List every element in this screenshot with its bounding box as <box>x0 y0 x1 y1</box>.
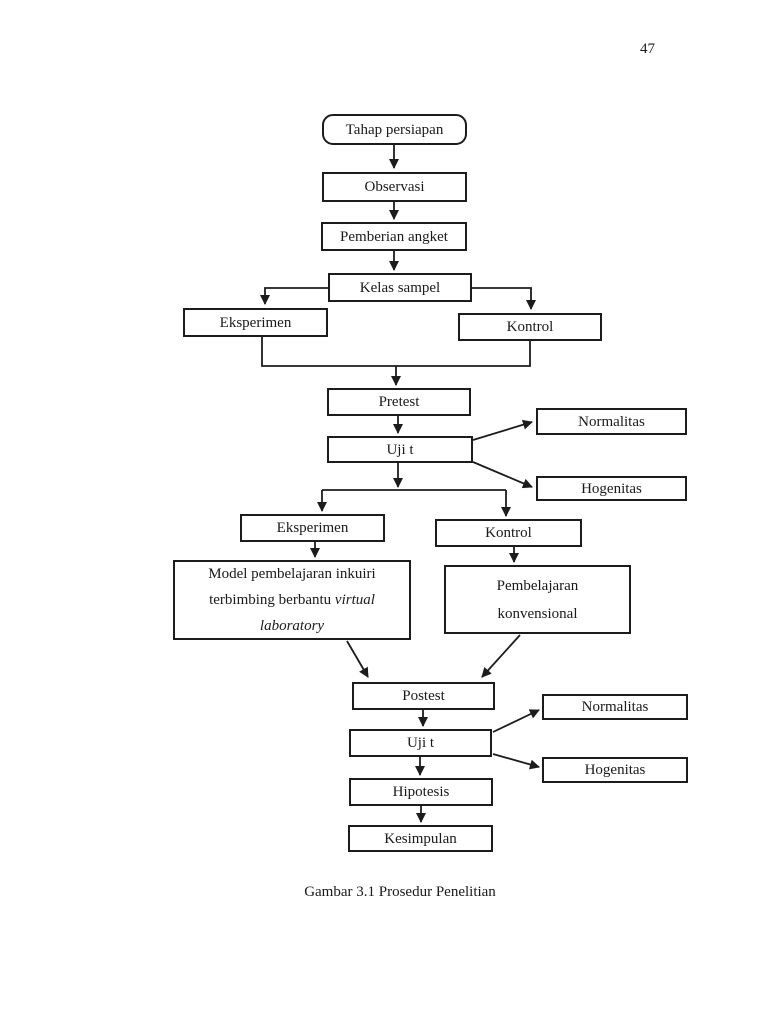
node-label: Kontrol <box>485 525 532 541</box>
node-label: Pemberian angket <box>340 228 448 245</box>
node-kesimpulan: Kesimpulan <box>348 825 493 852</box>
node-tahap-persiapan: Tahap persiapan <box>322 114 467 145</box>
node-label: Hipotesis <box>392 784 450 800</box>
arrow-ujit2-to-normalitas2 <box>492 709 540 733</box>
line-merge-eksperimen-kontrol <box>261 337 531 367</box>
arrow-ujit1-to-normalitas1 <box>472 419 533 441</box>
node-hogenitas-1: Hogenitas <box>536 476 687 501</box>
node-label-line: konvensional <box>497 605 578 622</box>
node-kontrol-1: Kontrol <box>458 313 602 341</box>
node-label: Eksperimen <box>219 314 292 331</box>
node-postest: Postest <box>352 682 495 710</box>
node-label: Observasi <box>364 179 425 195</box>
node-uji-t-2: Uji t <box>349 729 492 757</box>
figure-caption: Gambar 3.1 Prosedur Penelitian <box>304 884 496 900</box>
node-hipotesis: Hipotesis <box>349 778 493 806</box>
node-label: Postest <box>402 688 445 704</box>
node-pemberian-angket: Pemberian angket <box>321 222 467 251</box>
node-normalitas-2: Normalitas <box>542 694 688 720</box>
node-label: Uji t <box>406 735 435 751</box>
node-label: Normalitas <box>578 413 645 430</box>
node-hogenitas-2: Hogenitas <box>542 757 688 783</box>
node-pretest: Pretest <box>327 388 471 416</box>
node-label: Eksperimen <box>276 520 349 536</box>
arrow-model-to-postest <box>346 640 369 678</box>
arrow-kelas-to-kontrol1 <box>472 287 536 310</box>
node-text-italic: virtual laboratory <box>259 592 375 634</box>
node-label: Kelas sampel <box>359 279 441 296</box>
arrow-konvensional-to-postest <box>481 634 521 678</box>
node-label: Normalitas <box>581 699 649 715</box>
node-text: Model pembelajaran inkuiri terbimbing be… <box>190 561 394 639</box>
node-eksperimen-1: Eksperimen <box>183 308 328 337</box>
node-label: Tahap persiapan <box>345 121 444 138</box>
node-label: Uji t <box>386 441 414 458</box>
arrow-kelas-to-eksperimen1 <box>260 287 328 305</box>
node-pembelajaran-konvensional: Pembelajaran konvensional <box>444 565 631 634</box>
node-eksperimen-2: Eksperimen <box>240 514 385 542</box>
node-label-line: Pembelajaran <box>496 577 579 594</box>
node-kontrol-2: Kontrol <box>435 519 582 547</box>
node-label: Hogenitas <box>581 480 642 497</box>
node-observasi: Observasi <box>322 172 467 202</box>
node-model-pembelajaran: Model pembelajaran inkuiri terbimbing be… <box>173 560 411 640</box>
node-label: Hogenitas <box>584 762 646 778</box>
arrow-ujit2-to-hogenitas2 <box>492 753 540 770</box>
node-kelas-sampel: Kelas sampel <box>328 273 472 302</box>
page-number: 47 <box>640 41 655 57</box>
arrow-ujit1-to-hogenitas1 <box>472 461 533 489</box>
node-label: Kesimpulan <box>384 830 457 847</box>
node-text-regular: Model pembelajaran inkuiri terbimbing be… <box>208 566 376 608</box>
node-uji-t-1: Uji t <box>327 436 473 463</box>
node-label: Kontrol <box>506 319 554 335</box>
node-label: Pretest <box>378 394 420 410</box>
node-normalitas-1: Normalitas <box>536 408 687 435</box>
